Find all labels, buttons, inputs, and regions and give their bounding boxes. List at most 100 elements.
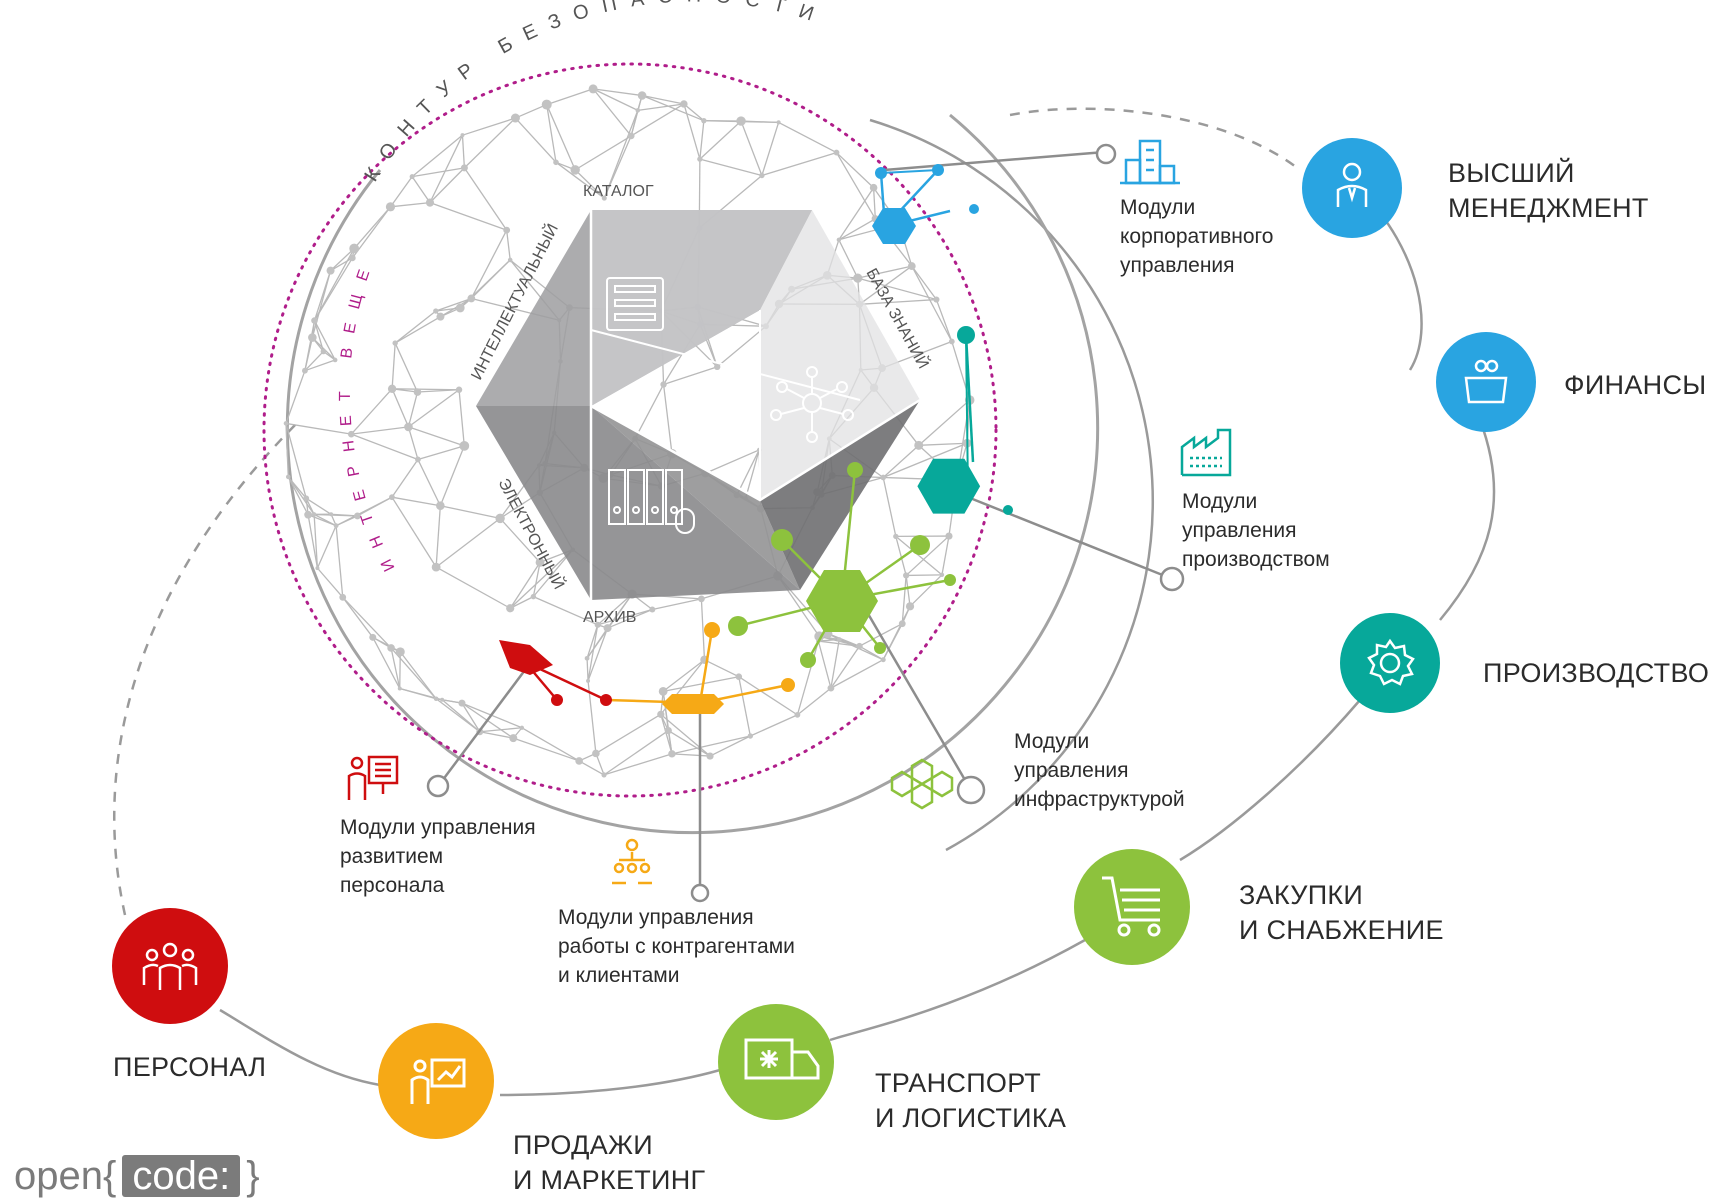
wireframe-edge bbox=[408, 427, 417, 460]
department-management[interactable] bbox=[1302, 138, 1402, 238]
buildings-icon bbox=[1120, 141, 1180, 183]
wireframe-edge bbox=[604, 731, 668, 775]
module-infrastructure-line2: управления bbox=[1014, 756, 1185, 785]
department-procurement[interactable] bbox=[1074, 849, 1190, 965]
wireframe-edge bbox=[412, 177, 430, 203]
molecule-icon bbox=[892, 760, 952, 808]
wireframe-edge bbox=[336, 526, 343, 598]
wireframe-node bbox=[467, 295, 475, 303]
module-personnel-line3: персонала bbox=[340, 871, 536, 900]
wireframe-node bbox=[776, 120, 780, 124]
factory-icon bbox=[1182, 430, 1230, 475]
wireframe-node bbox=[506, 604, 514, 612]
wireframe-edge bbox=[661, 714, 710, 756]
wireframe-edge bbox=[750, 715, 797, 736]
wireframe-edge bbox=[351, 434, 418, 459]
wireframe-edge bbox=[588, 628, 608, 681]
wireframe-node bbox=[893, 534, 898, 539]
wireframe-node bbox=[312, 512, 317, 517]
wireframe-edge bbox=[919, 443, 967, 445]
production-endpoint bbox=[1161, 568, 1183, 590]
wireframe-edge bbox=[436, 506, 440, 567]
department-personnel[interactable] bbox=[112, 908, 228, 1024]
wireframe-node bbox=[698, 595, 705, 602]
wireframe-edge bbox=[575, 136, 631, 170]
wireframe-node bbox=[327, 267, 335, 275]
wireframe-node bbox=[392, 340, 397, 345]
wireframe-node bbox=[509, 734, 517, 742]
wireframe-node bbox=[304, 511, 312, 519]
wireframe-edge bbox=[797, 688, 830, 715]
department-finance[interactable] bbox=[1436, 332, 1536, 432]
wireframe-edge bbox=[739, 677, 751, 736]
wireframe-node bbox=[748, 733, 753, 738]
wireframe-node bbox=[369, 634, 376, 641]
wireframe-node bbox=[333, 358, 338, 363]
wireframe-edge bbox=[392, 343, 395, 389]
ring-label-iot: ИНТЕРНЕТ ВЕЩЕЙ bbox=[0, 0, 398, 574]
department-transport[interactable] bbox=[718, 1004, 834, 1120]
wireframe-node bbox=[433, 308, 438, 313]
wireframe-edge bbox=[436, 567, 510, 608]
wireframe-edge bbox=[710, 736, 750, 756]
wireframe-edge bbox=[588, 625, 598, 681]
wireframe-edge bbox=[700, 121, 741, 159]
wireframe-node bbox=[601, 772, 606, 777]
department-sales-line2: И МАРКЕТИНГ bbox=[513, 1163, 705, 1198]
infrastructure-endpoint bbox=[958, 777, 984, 803]
module-personnel-line1: Модули управления bbox=[340, 813, 536, 842]
wireframe-edge bbox=[762, 122, 779, 175]
module-label-production: Модули управления производством bbox=[1182, 487, 1330, 574]
wireframe-node bbox=[714, 364, 720, 370]
wireframe-edge bbox=[547, 105, 575, 170]
wireframe-node bbox=[511, 114, 520, 123]
wireframe-edge bbox=[672, 736, 750, 754]
wireframe-node bbox=[436, 313, 444, 321]
module-production-line2: управления bbox=[1182, 516, 1330, 545]
wireframe-edge bbox=[701, 599, 704, 660]
department-production[interactable] bbox=[1340, 613, 1440, 713]
wireframe-edge bbox=[392, 389, 408, 427]
module-contractors-line3: и клиентами bbox=[558, 961, 795, 990]
wireframe-edge bbox=[672, 754, 710, 756]
wireframe-node bbox=[396, 647, 405, 656]
wireframe-node bbox=[432, 563, 441, 572]
wireframe-edge bbox=[579, 761, 604, 775]
wireframe-edge bbox=[440, 446, 464, 506]
wireframe-node bbox=[899, 620, 906, 627]
wireframe-edge bbox=[317, 526, 336, 568]
wireframe-node bbox=[853, 274, 862, 283]
wireframe-edge bbox=[874, 188, 876, 219]
wireframe-node bbox=[553, 160, 559, 166]
module-label-contractors: Модули управления работы с контрагентами… bbox=[558, 903, 795, 990]
wireframe-node bbox=[386, 202, 395, 211]
department-management-line1: ВЫСШИЙ bbox=[1448, 156, 1649, 191]
department-sales[interactable] bbox=[378, 1023, 494, 1139]
wireframe-node bbox=[881, 657, 886, 662]
wireframe-edge bbox=[464, 168, 506, 230]
wireframe-node bbox=[585, 656, 590, 661]
wireframe-node bbox=[389, 494, 395, 500]
wireframe-edge bbox=[919, 400, 970, 445]
department-label-management: ВЫСШИЙ МЕНЕДЖМЕНТ bbox=[1448, 156, 1649, 226]
wireframe-node bbox=[908, 262, 916, 270]
wireframe-node bbox=[592, 750, 600, 758]
wireframe-edge bbox=[314, 514, 357, 515]
wireframe-edge bbox=[395, 317, 440, 343]
wireframe-edge bbox=[663, 677, 739, 692]
wireframe-node bbox=[460, 133, 464, 137]
wireframe-node bbox=[387, 644, 395, 652]
wireframe-node bbox=[914, 441, 923, 450]
wireframe-edge bbox=[343, 597, 391, 648]
wireframe-node bbox=[410, 174, 415, 179]
wireframe-node bbox=[321, 349, 327, 355]
wireframe-node bbox=[415, 457, 421, 463]
module-label-corporate: Модули корпоративного управления bbox=[1120, 193, 1273, 280]
opencode-logo: open{ code: } bbox=[14, 1148, 260, 1204]
corporate-endpoint bbox=[1097, 145, 1115, 163]
wireframe-node bbox=[426, 199, 434, 207]
department-personnel-line1: ПЕРСОНАЛ bbox=[113, 1050, 266, 1085]
wireframe-node bbox=[638, 91, 647, 100]
wireframe-node bbox=[404, 423, 413, 432]
wireframe-node bbox=[837, 238, 841, 242]
